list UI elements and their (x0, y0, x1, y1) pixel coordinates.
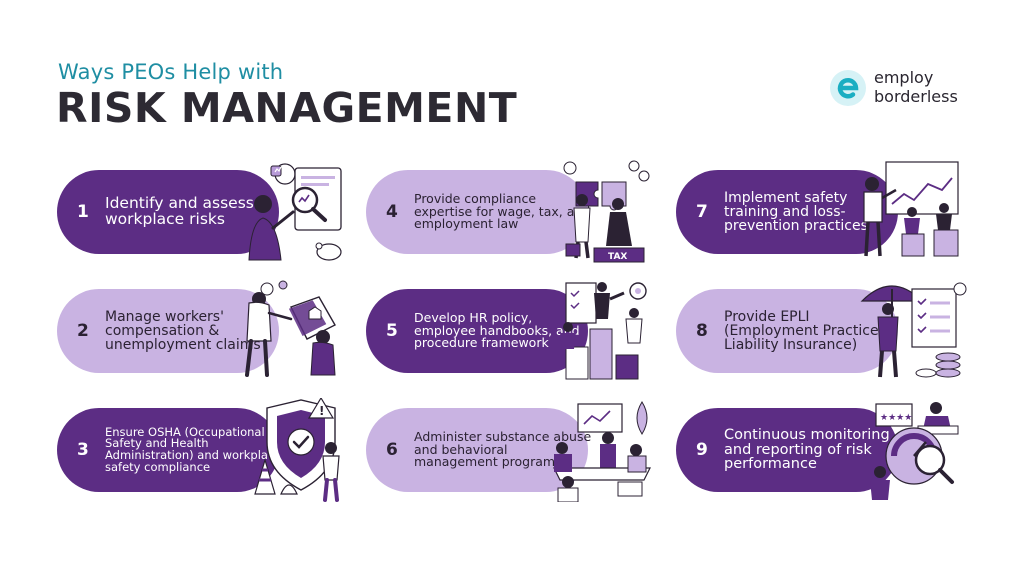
card-number: 7 (696, 202, 708, 222)
card-1: 1 Identify and assess workplace risks (57, 163, 347, 261)
card-pill (676, 408, 898, 492)
card-pill (676, 170, 898, 254)
card-number: 1 (77, 202, 89, 222)
card-text: Manage workers' compensation & unemploym… (105, 308, 261, 354)
card-6: 6 Administer substance abuse and behavio… (366, 401, 656, 502)
card-text: Administer substance abuse and behaviora… (414, 428, 592, 470)
card-text: Provide EPLI (Employment Practices Liabi… (724, 308, 886, 354)
claim-handover-illustration (245, 280, 336, 377)
training-presentation-illustration (863, 161, 959, 257)
card-number: 8 (696, 321, 708, 341)
logo-e-icon (830, 70, 866, 106)
card-text: Implement safety training and loss-preve… (724, 189, 868, 235)
safety-shield-illustration: ! (254, 398, 340, 502)
page-title: RISK MANAGEMENT (56, 84, 518, 132)
svg-text:TAX: TAX (608, 252, 627, 262)
card-pill (57, 408, 279, 492)
card-pill (57, 170, 279, 254)
card-number: 3 (77, 440, 89, 460)
svg-text:!: ! (319, 404, 324, 418)
logo-line-2: borderless (874, 87, 958, 106)
card-number: 4 (386, 202, 398, 222)
card-text: Provide compliance expertise for wage, t… (414, 190, 591, 232)
card-text: Develop HR policy, employee handbooks, a… (414, 309, 580, 351)
card-number: 6 (386, 440, 398, 460)
team-meeting-illustration (553, 401, 651, 502)
logo-wordmark: employ borderless (874, 68, 958, 106)
card-3: 3 Ensure OSHA (Occupational Safety and H… (57, 398, 347, 502)
card-9: 9 Continuous monitoring and reporting of… (676, 402, 966, 500)
card-text: Continuous monitoring and reporting of r… (724, 426, 890, 473)
card-pill (366, 408, 588, 492)
card-5: 5 Develop HR policy, employee handbooks,… (366, 282, 656, 380)
logo-line-1: employ (874, 68, 934, 87)
policy-blocks-illustration (560, 282, 647, 380)
card-number: 5 (386, 321, 398, 341)
card-pill (366, 170, 588, 254)
card-pill (366, 289, 588, 373)
card-number: 2 (77, 321, 89, 341)
card-text: Identify and assess workplace risks (105, 194, 254, 228)
card-2: 2 Manage workers' compensation & unemplo… (57, 280, 347, 377)
card-7: 7 Implement safety training and loss-pre… (676, 161, 966, 257)
analyst-with-magnifier-illustration (248, 163, 342, 261)
card-text: Ensure OSHA (Occupational Safety and Hea… (105, 424, 282, 474)
card-8: 8 Provide EPLI (Employment Practices Lia… (676, 282, 967, 378)
monitoring-dashboard-illustration: ★★★★ (870, 402, 959, 500)
card-pill (57, 289, 279, 373)
subtitle: Ways PEOs Help with (58, 60, 284, 84)
insurance-umbrella-illustration (860, 282, 967, 378)
card-number: 9 (696, 440, 708, 460)
tax-puzzle-illustration: TAX (563, 160, 650, 263)
svg-text:★★★★: ★★★★ (880, 413, 912, 423)
card-4: 4 Provide compliance expertise for wage,… (366, 160, 656, 263)
card-pill (676, 289, 898, 373)
employ-borderless-logo: employ borderless (830, 68, 980, 108)
